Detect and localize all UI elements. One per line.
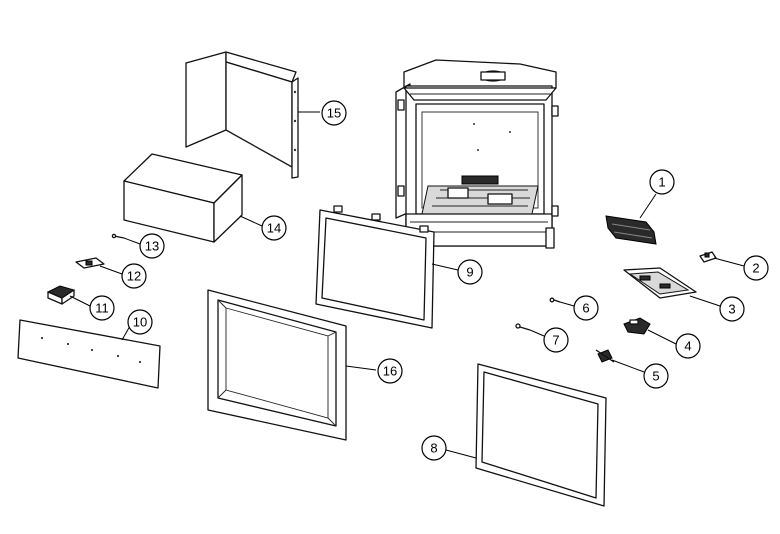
callout-15-label: 15 xyxy=(327,106,341,121)
callout-4: 4 xyxy=(675,333,701,359)
callout-2-label: 2 xyxy=(752,261,759,276)
callout-11-label: 11 xyxy=(95,301,109,316)
callout-9: 9 xyxy=(457,259,483,285)
access-panel xyxy=(17,319,161,389)
outer-glass-frame xyxy=(475,363,607,507)
callout-4-label: 4 xyxy=(684,339,691,354)
pin-7 xyxy=(515,323,531,331)
burner-tray xyxy=(623,267,697,299)
glass-door-frame xyxy=(315,205,435,329)
callout-14-label: 14 xyxy=(267,221,281,236)
callout-6: 6 xyxy=(573,295,599,321)
callout-7-label: 7 xyxy=(552,333,559,348)
callout-1-label: 1 xyxy=(658,175,665,190)
screw-6 xyxy=(549,297,561,303)
gas-valve xyxy=(623,317,651,335)
trim-surround xyxy=(207,289,347,441)
callout-13-label: 13 xyxy=(145,239,159,254)
callout-3: 3 xyxy=(719,296,745,322)
firebox-unit xyxy=(395,59,559,249)
callout-13: 13 xyxy=(139,233,165,259)
refractory-panels xyxy=(185,51,299,179)
callout-12-label: 12 xyxy=(127,269,141,284)
callout-3-label: 3 xyxy=(728,302,735,317)
callout-5-label: 5 xyxy=(652,369,659,384)
callout-6-label: 6 xyxy=(582,301,589,316)
log-set-box xyxy=(123,153,243,243)
callout-10-label: 10 xyxy=(133,315,147,330)
receiver-module xyxy=(46,285,76,305)
remote-control xyxy=(75,257,105,269)
callout-1: 1 xyxy=(649,169,675,195)
leader-lines xyxy=(69,111,745,459)
callout-14: 14 xyxy=(261,215,287,241)
callout-16-label: 16 xyxy=(383,364,397,379)
callout-5: 5 xyxy=(643,363,669,389)
ember-burner-piece xyxy=(605,215,657,245)
callout-16: 16 xyxy=(377,358,403,384)
callout-15: 15 xyxy=(321,100,347,126)
callout-8-label: 8 xyxy=(430,441,437,456)
callout-11: 11 xyxy=(89,295,115,321)
small-screw-13 xyxy=(111,233,125,239)
callout-9-label: 9 xyxy=(466,265,473,280)
callout-7: 7 xyxy=(543,327,569,353)
callout-12: 12 xyxy=(121,263,147,289)
bracket-2 xyxy=(699,251,717,263)
callout-2: 2 xyxy=(743,255,769,281)
callout-10: 10 xyxy=(127,309,153,335)
callout-8: 8 xyxy=(421,435,447,461)
pilot-assembly xyxy=(595,349,615,363)
